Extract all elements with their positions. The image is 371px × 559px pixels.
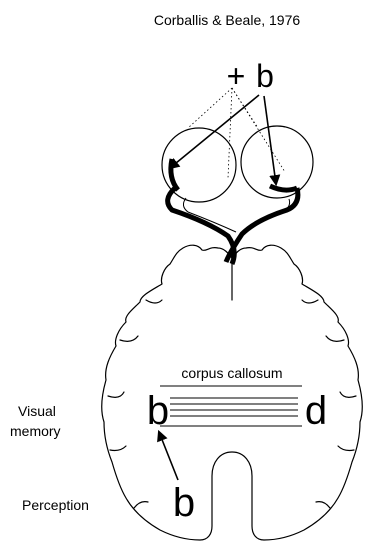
perception-label: Perception	[22, 497, 89, 513]
stimulus-letter: b	[256, 58, 274, 94]
right-retina-image	[270, 186, 297, 190]
right-hemisphere-letter: d	[305, 389, 327, 433]
optic-nerves	[168, 188, 298, 264]
memory-label: memory	[10, 423, 61, 439]
fixation-cross: +	[227, 58, 246, 94]
citation-text: Corballis & Beale, 1976	[154, 12, 301, 28]
left-hemisphere-letter: b	[147, 389, 169, 433]
perceived-letter: b	[173, 481, 195, 525]
right-eye-arrow	[264, 96, 276, 184]
corpus-callosum-label: corpus callosum	[181, 365, 282, 381]
perception-arrow	[159, 432, 178, 480]
corpus-callosum	[160, 386, 302, 426]
visual-label: Visual	[18, 403, 56, 419]
